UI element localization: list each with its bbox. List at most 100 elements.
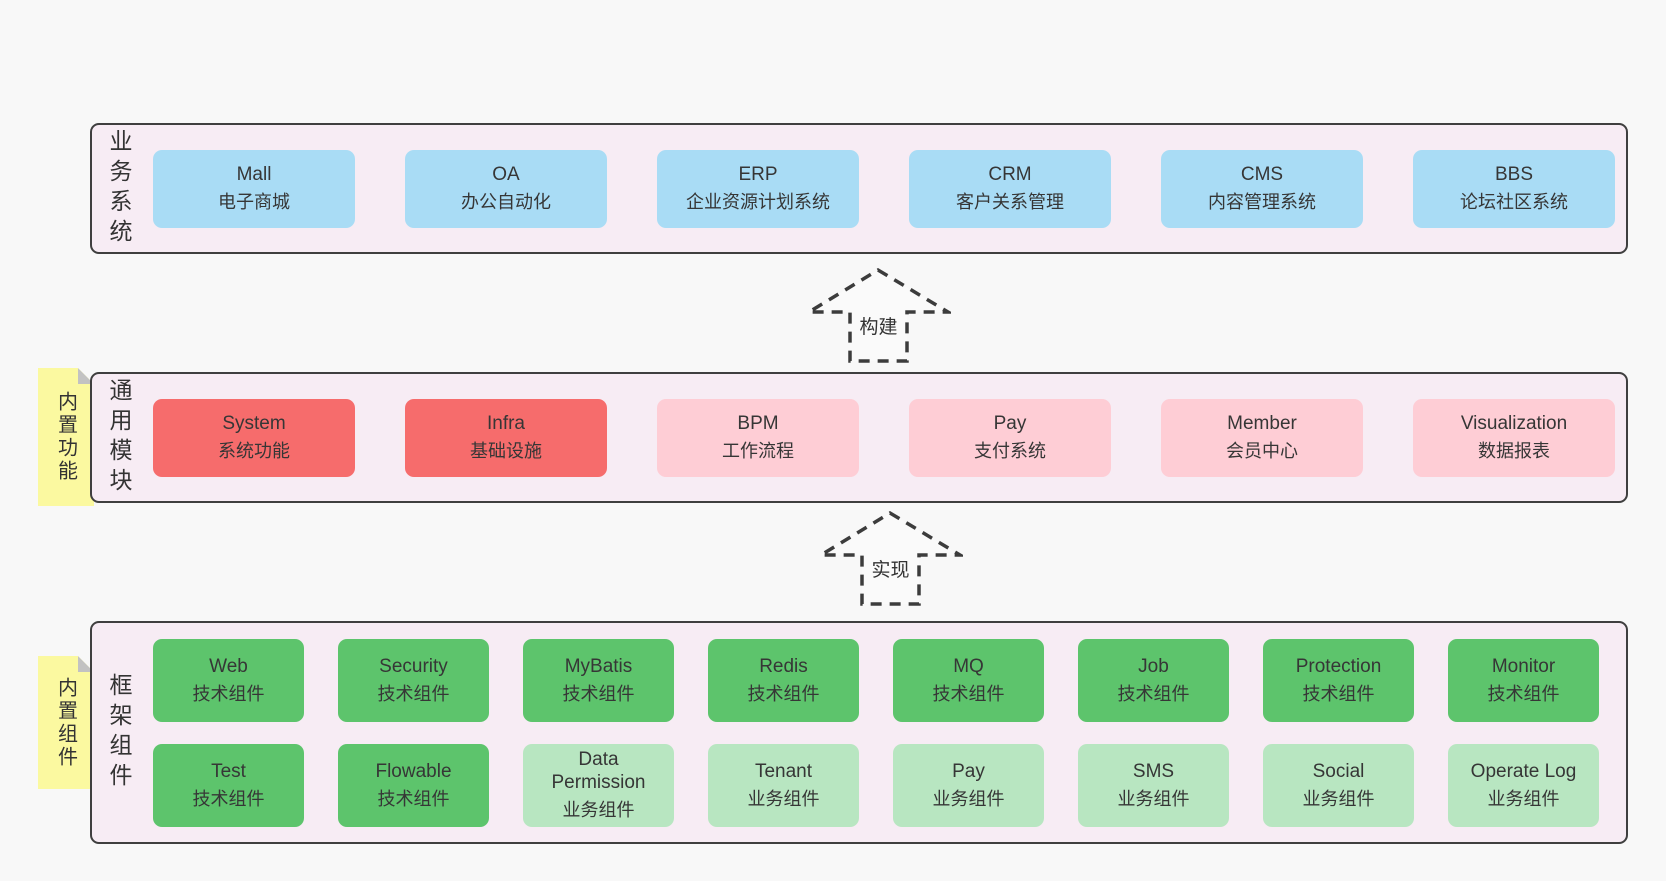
business-box-row: Mall 电子商城 OA 办公自动化 ERP 企业资源计划系统 CRM 客户关系… [92,125,1626,252]
box-bpm-desc: 工作流程 [722,440,794,461]
build-arrow-label: 构建 [856,312,901,339]
box-operate-log: Operate Log 业务组件 [1448,744,1599,827]
box-mybatis-desc: 技术组件 [562,683,635,704]
box-bbs: BBS 论坛社区系统 [1413,149,1615,228]
box-crm-desc: 客户关系管理 [956,191,1064,212]
box-visualization-desc: 数据报表 [1478,440,1550,461]
box-protection-desc: 技术组件 [1302,683,1375,704]
box-bbs-desc: 论坛社区系统 [1460,191,1568,212]
box-visualization-name: Visualization [1460,412,1568,434]
box-test: Test 技术组件 [153,744,304,827]
framework-box-grid: Web 技术组件 Security 技术组件 MyBatis 技术组件 Redi… [92,623,1626,827]
box-system: System 系统功能 [153,398,355,477]
builtin-components-tag-label: 内置组件 [54,676,77,769]
implement-arrow-label: 实现 [868,555,913,582]
box-pay: Pay 支付系统 [909,398,1111,477]
framework-components-panel: 框架组件 Web 技术组件 Security 技术组件 MyBatis 技术组件… [90,621,1628,844]
box-social: Social 业务组件 [1263,744,1414,827]
box-mq-name: MQ [953,655,984,677]
framework-components-label: 框架组件 [106,672,132,793]
box-data-permission-name: Data Permission [551,749,646,794]
box-bpm-name: BPM [737,412,779,434]
box-social-desc: 业务组件 [1302,788,1375,809]
box-member-desc: 会员中心 [1226,440,1298,461]
builtin-components-tag: 内置组件 [38,656,94,789]
box-cms: CMS 内容管理系统 [1161,149,1363,228]
box-redis-name: Redis [759,655,808,677]
box-job-name: Job [1138,655,1169,677]
implement-arrow: 实现 [818,510,963,607]
common-modules-label: 通用模块 [106,377,132,498]
box-protection-name: Protection [1295,655,1382,677]
box-monitor-name: Monitor [1491,655,1556,677]
box-security: Security 技术组件 [338,639,489,722]
box-infra-name: Infra [486,412,526,434]
box-bpm: BPM 工作流程 [657,398,859,477]
box-oa-desc: 办公自动化 [461,191,551,212]
framework-row-1: Web 技术组件 Security 技术组件 MyBatis 技术组件 Redi… [153,639,1626,722]
box-mq: MQ 技术组件 [893,639,1044,722]
box-tenant: Tenant 业务组件 [708,744,859,827]
box-erp-desc: 企业资源计划系统 [686,191,830,212]
box-security-name: Security [379,655,448,677]
box-web: Web 技术组件 [153,639,304,722]
box-sms: SMS 业务组件 [1078,744,1229,827]
box-test-name: Test [211,760,246,782]
box-monitor-desc: 技术组件 [1487,683,1560,704]
box-pay-biz: Pay 业务组件 [893,744,1044,827]
build-arrow: 构建 [806,267,951,364]
box-system-desc: 系统功能 [218,440,290,461]
box-mall-name: Mall [236,163,272,185]
box-mall: Mall 电子商城 [153,149,355,228]
builtin-features-tag-label: 内置功能 [54,391,77,483]
box-mall-desc: 电子商城 [218,191,290,212]
box-web-name: Web [209,655,248,677]
box-cms-desc: 内容管理系统 [1208,191,1316,212]
box-operate-log-desc: 业务组件 [1487,788,1560,809]
common-modules-panel: 通用模块 System 系统功能 Infra 基础设施 BPM 工作流程 Pay… [90,372,1628,503]
box-redis: Redis 技术组件 [708,639,859,722]
box-visualization: Visualization 数据报表 [1413,398,1615,477]
box-system-name: System [222,412,286,434]
box-data-permission: Data Permission 业务组件 [523,744,674,827]
box-operate-log-name: Operate Log [1470,760,1577,782]
box-mybatis-name: MyBatis [564,655,633,677]
box-pay-desc: 支付系统 [974,440,1046,461]
box-flowable-desc: 技术组件 [377,788,450,809]
box-pay-biz-name: Pay [952,760,985,782]
builtin-features-tag: 内置功能 [38,368,94,506]
box-job: Job 技术组件 [1078,639,1229,722]
box-crm-name: CRM [988,163,1032,185]
box-crm: CRM 客户关系管理 [909,149,1111,228]
box-monitor: Monitor 技术组件 [1448,639,1599,722]
box-data-permission-desc: 业务组件 [562,800,635,820]
business-systems-label: 业务系统 [106,128,132,249]
box-tenant-name: Tenant [754,760,813,782]
box-test-desc: 技术组件 [192,788,265,809]
box-web-desc: 技术组件 [192,683,265,704]
box-mybatis: MyBatis 技术组件 [523,639,674,722]
box-redis-desc: 技术组件 [747,683,820,704]
box-infra-desc: 基础设施 [470,440,542,461]
box-social-name: Social [1312,760,1365,782]
modules-box-row: System 系统功能 Infra 基础设施 BPM 工作流程 Pay 支付系统… [92,374,1626,501]
box-infra: Infra 基础设施 [405,398,607,477]
box-erp-name: ERP [738,163,778,185]
box-member-name: Member [1227,412,1297,434]
box-bbs-name: BBS [1494,163,1534,185]
box-oa-name: OA [492,163,520,185]
box-flowable: Flowable 技术组件 [338,744,489,827]
box-sms-desc: 业务组件 [1117,788,1190,809]
framework-row-2: Test 技术组件 Flowable 技术组件 Data Permission … [153,744,1626,827]
box-erp: ERP 企业资源计划系统 [657,149,859,228]
box-mq-desc: 技术组件 [932,683,1005,704]
box-oa: OA 办公自动化 [405,149,607,228]
box-member: Member 会员中心 [1161,398,1363,477]
box-job-desc: 技术组件 [1117,683,1190,704]
box-pay-name: Pay [993,412,1027,434]
box-tenant-desc: 业务组件 [747,788,820,809]
business-systems-panel: 业务系统 Mall 电子商城 OA 办公自动化 ERP 企业资源计划系统 CRM… [90,123,1628,254]
box-flowable-name: Flowable [375,760,452,782]
box-security-desc: 技术组件 [377,683,450,704]
